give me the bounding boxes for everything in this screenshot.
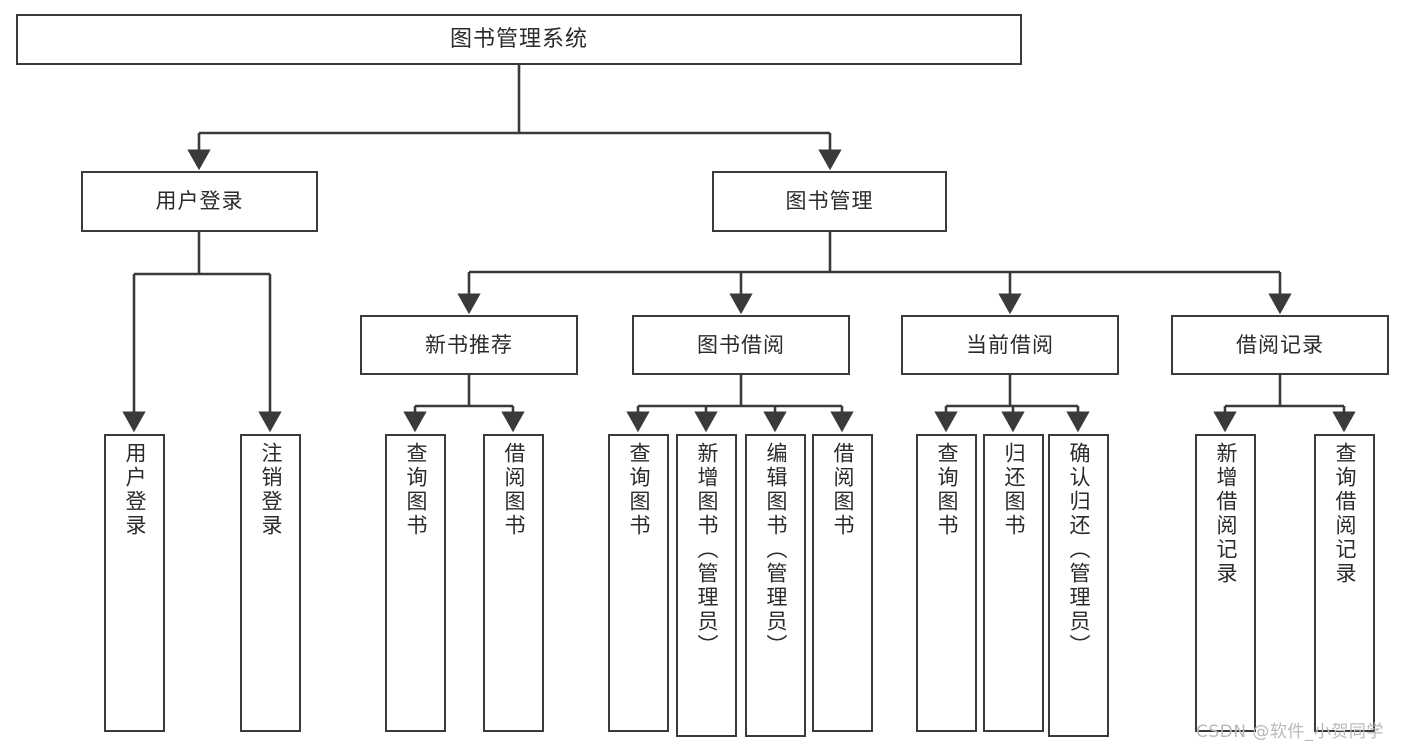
node-borrow-record-label: 借阅记录	[1236, 332, 1324, 357]
leaf-query-book-2-label: 查询图书	[627, 442, 651, 538]
node-root[interactable]: 图书管理系统	[16, 14, 1022, 65]
node-book-manage[interactable]: 图书管理	[712, 171, 947, 232]
leaf-edit-book[interactable]: 编辑图书（管理员）	[745, 434, 806, 737]
leaf-borrow-book-2[interactable]: 借阅图书	[812, 434, 873, 732]
node-user-login-label: 用户登录	[155, 189, 244, 214]
node-root-label: 图书管理系统	[449, 26, 588, 52]
leaf-query-record-label: 查询借阅记录	[1333, 442, 1357, 586]
leaf-user-login[interactable]: 用户登录	[104, 434, 165, 732]
leaf-borrow-book-1-label: 借阅图书	[502, 442, 526, 538]
node-borrow-record[interactable]: 借阅记录	[1171, 315, 1389, 375]
leaf-borrow-book-2-label: 借阅图书	[831, 442, 855, 538]
leaf-confirm-return[interactable]: 确认归还（管理员）	[1048, 434, 1109, 737]
leaf-borrow-book-1[interactable]: 借阅图书	[483, 434, 544, 732]
node-book-borrow[interactable]: 图书借阅	[632, 315, 850, 375]
leaf-query-record[interactable]: 查询借阅记录	[1314, 434, 1375, 732]
leaf-user-login-label: 用户登录	[123, 442, 147, 538]
leaf-query-book-1-label: 查询图书	[404, 442, 428, 538]
leaf-logout[interactable]: 注销登录	[240, 434, 301, 732]
leaf-add-record-label: 新增借阅记录	[1214, 442, 1238, 586]
leaf-query-book-1[interactable]: 查询图书	[385, 434, 446, 732]
leaf-logout-label: 注销登录	[259, 442, 283, 538]
leaf-add-book[interactable]: 新增图书（管理员）	[676, 434, 737, 737]
node-current-borrow-label: 当前借阅	[966, 332, 1054, 357]
leaf-query-book-3[interactable]: 查询图书	[916, 434, 977, 732]
leaf-return-book-label: 归还图书	[1002, 442, 1026, 538]
leaf-add-record[interactable]: 新增借阅记录	[1195, 434, 1256, 732]
node-book-borrow-label: 图书借阅	[697, 332, 785, 357]
leaf-edit-book-label: 编辑图书（管理员）	[764, 442, 788, 658]
leaf-add-book-label: 新增图书（管理员）	[695, 442, 719, 658]
leaf-query-book-2[interactable]: 查询图书	[608, 434, 669, 732]
node-user-login[interactable]: 用户登录	[81, 171, 318, 232]
leaf-query-book-3-label: 查询图书	[935, 442, 959, 538]
node-current-borrow[interactable]: 当前借阅	[901, 315, 1119, 375]
node-new-book-recommend[interactable]: 新书推荐	[360, 315, 578, 375]
leaf-return-book[interactable]: 归还图书	[983, 434, 1044, 732]
node-book-manage-label: 图书管理	[785, 189, 874, 214]
node-new-book-recommend-label: 新书推荐	[425, 332, 513, 357]
leaf-confirm-return-label: 确认归还（管理员）	[1067, 442, 1091, 658]
